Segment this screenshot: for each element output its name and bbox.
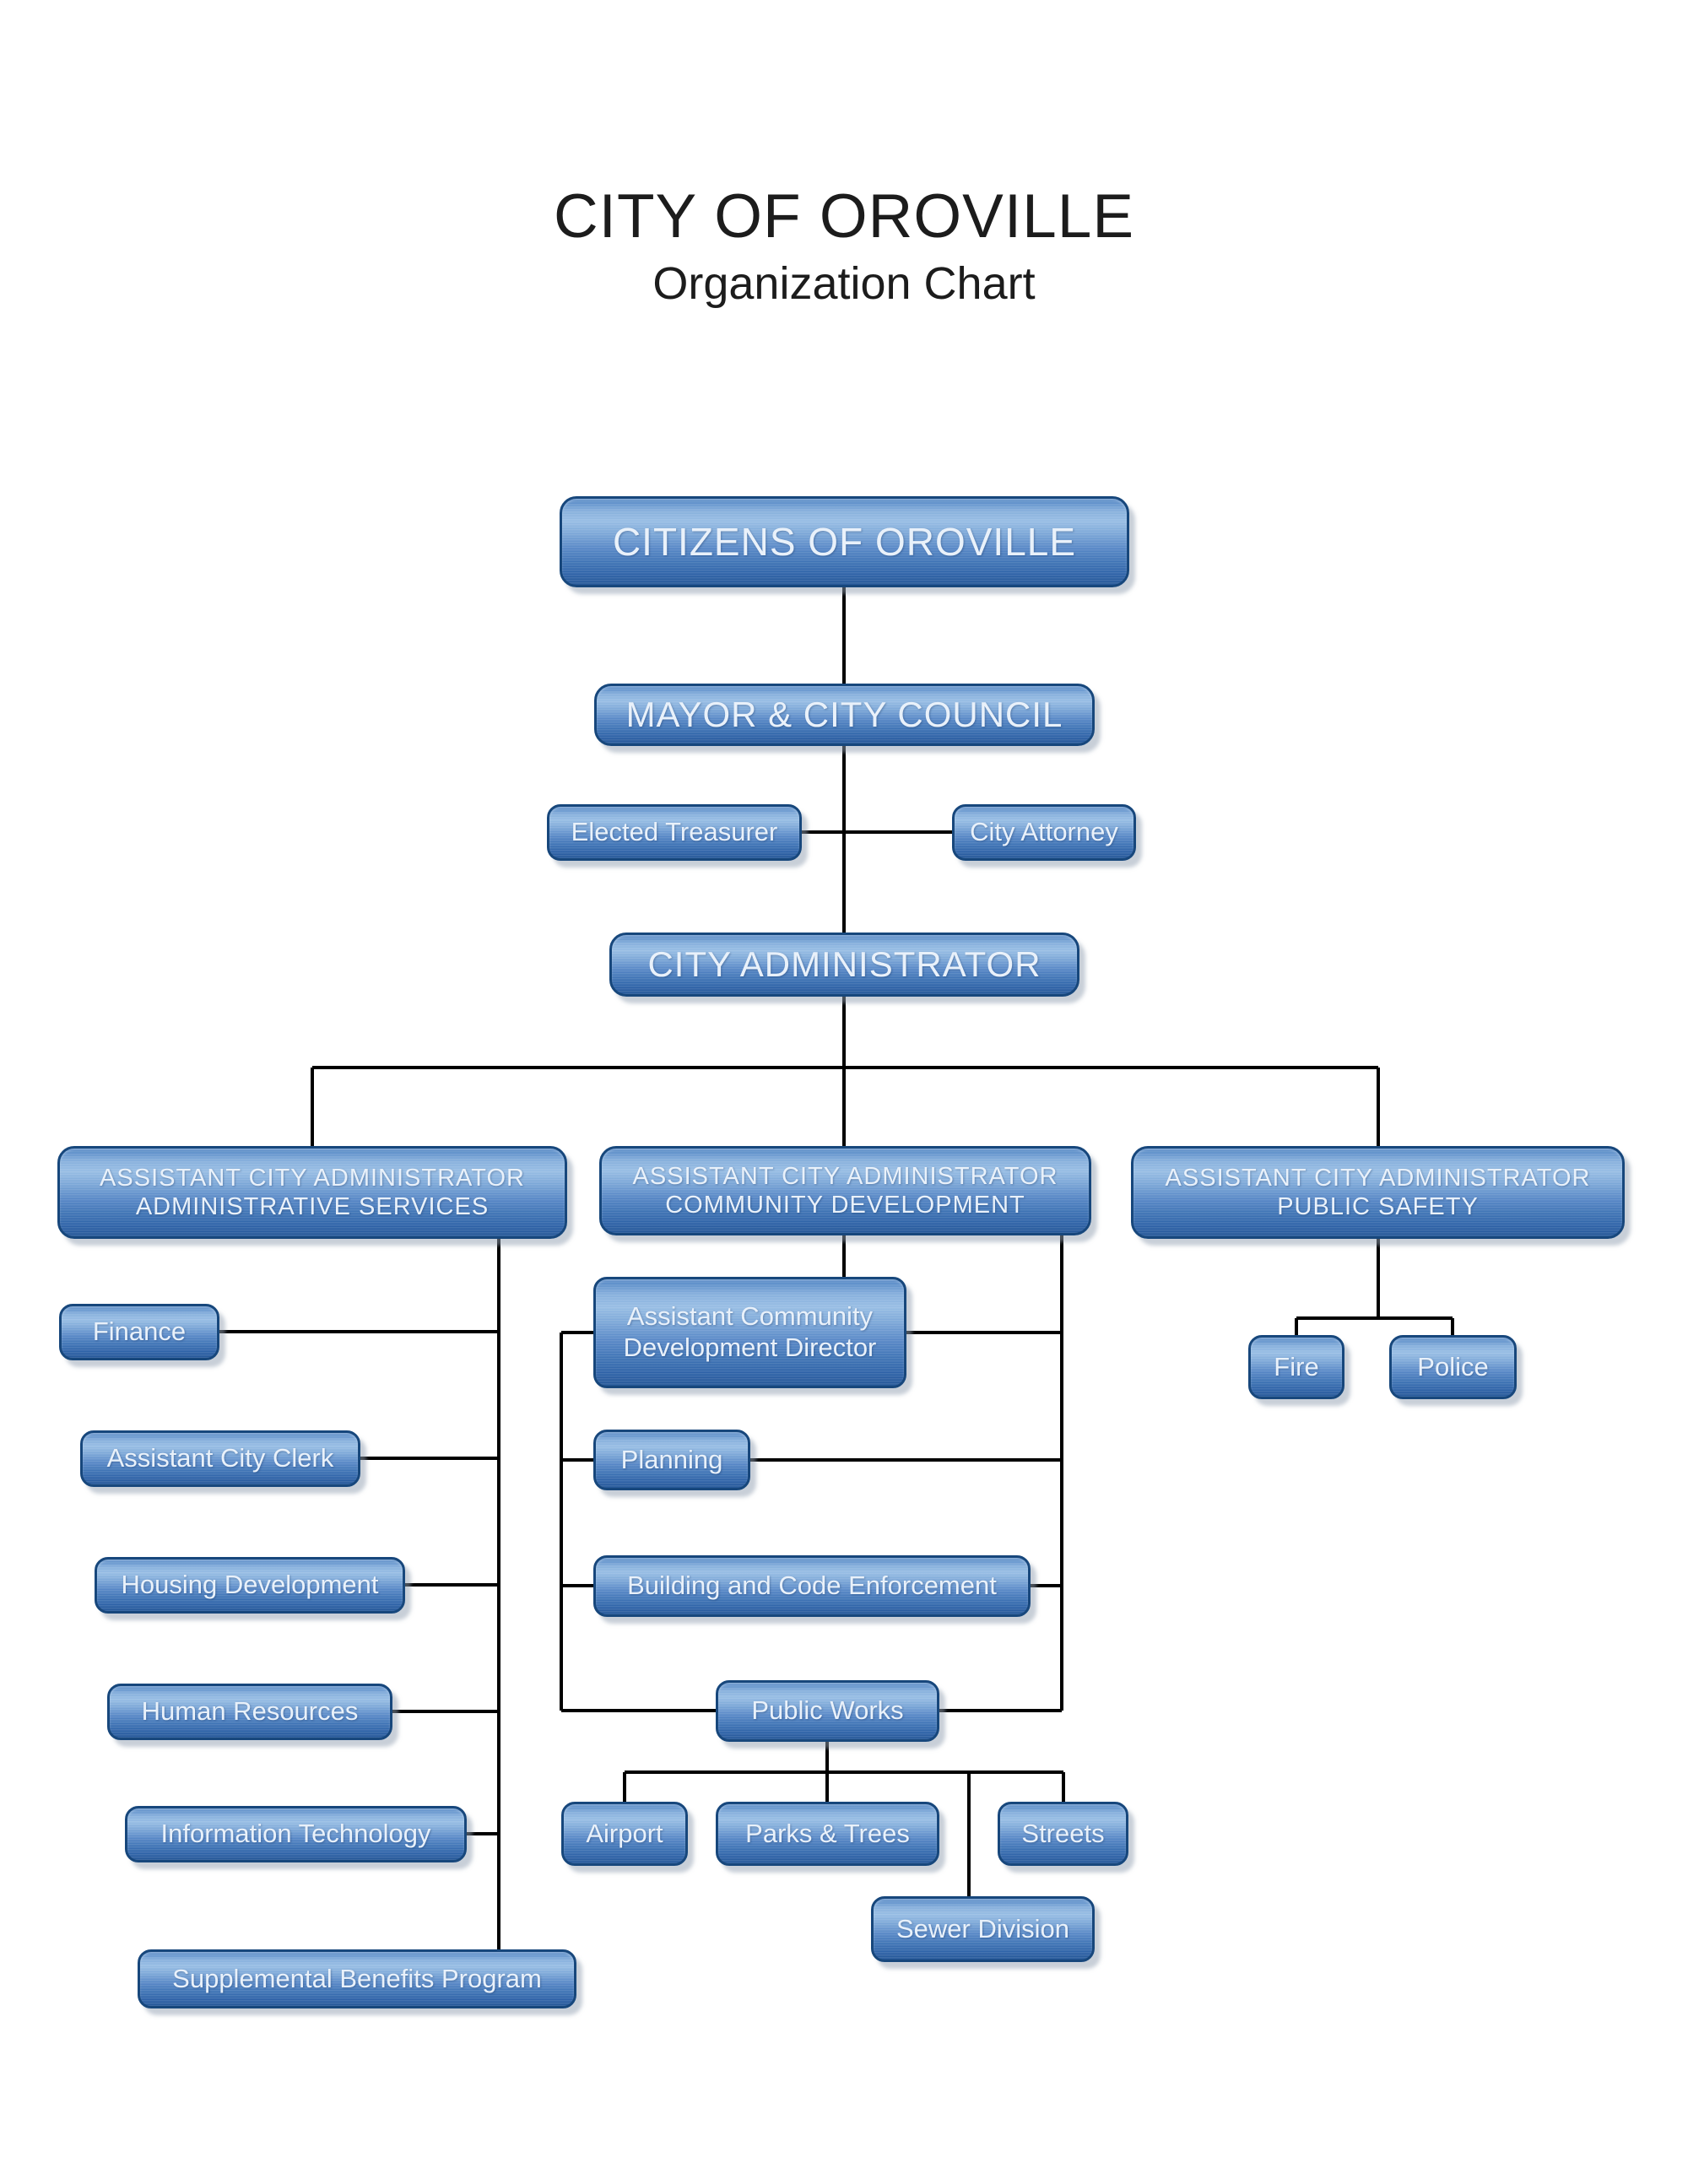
org-node-supplemental-benefits-program: Supplemental Benefits Program — [138, 1949, 576, 2008]
org-node-label: Parks & Trees — [745, 1818, 910, 1848]
org-node-human-resources: Human Resources — [107, 1684, 392, 1740]
org-node-label: Information Technology — [160, 1819, 431, 1849]
org-node-label: PUBLIC SAFETY — [1277, 1193, 1479, 1220]
org-node-label: Elected Treasurer — [571, 817, 778, 847]
page-title: CITY OF OROVILLE — [553, 182, 1135, 251]
org-node-label: Sewer Division — [895, 1913, 1069, 1943]
org-node-label: ASSISTANT CITY ADMINISTRATOR — [632, 1162, 1058, 1190]
org-node-planning: Planning — [593, 1430, 750, 1490]
org-node-label: Assistant Community — [626, 1301, 874, 1332]
org-node-label: Police — [1417, 1351, 1489, 1381]
org-node-label: ADMINISTRATIVE SERVICES — [135, 1193, 490, 1220]
org-node-label: Planning — [620, 1444, 723, 1474]
page-header: CITY OF OROVILLE Organization Chart — [0, 186, 1688, 306]
org-node-label: COMMUNITY DEVELOPMENT — [665, 1192, 1025, 1219]
org-node-label: MAYOR & CITY COUNCIL — [625, 695, 1063, 735]
org-node-building-and-code-enforcement: Building and Code Enforcement — [593, 1555, 1031, 1617]
org-node-parks-and-trees: Parks & Trees — [716, 1802, 939, 1866]
org-node-label: CITY ADMINISTRATOR — [647, 944, 1041, 985]
org-node-label: Public Works — [751, 1695, 904, 1726]
org-node-label: Streets — [1021, 1818, 1105, 1848]
org-node-finance: Finance — [59, 1304, 219, 1360]
org-node-label: Building and Code Enforcement — [627, 1570, 997, 1601]
org-node-information-technology: Information Technology — [125, 1806, 467, 1862]
org-node-label: CITIZENS OF OROVILLE — [612, 519, 1077, 564]
org-node-label: Airport — [586, 1818, 663, 1848]
org-node-elected-treasurer: Elected Treasurer — [547, 804, 802, 861]
org-node-label: Development Director — [623, 1333, 877, 1362]
org-node-citizens-of-oroville: CITIZENS OF OROVILLE — [560, 496, 1129, 587]
org-node-label: Supplemental Benefits Program — [172, 1963, 542, 1993]
org-node-sewer-division: Sewer Division — [871, 1896, 1095, 1962]
org-node-assistant-city-clerk: Assistant City Clerk — [80, 1430, 360, 1487]
org-node-housing-development: Housing Development — [95, 1557, 405, 1614]
org-node-label: ASSISTANT CITY ADMINISTRATOR — [1165, 1164, 1591, 1192]
org-node-fire: Fire — [1248, 1335, 1344, 1399]
page-subtitle: Organization Chart — [652, 258, 1036, 309]
org-node-label: ASSISTANT CITY ADMINISTRATOR — [100, 1164, 525, 1192]
org-node-police: Police — [1389, 1335, 1517, 1399]
org-node-label: Finance — [92, 1316, 187, 1347]
org-node-label: Assistant City Clerk — [106, 1443, 334, 1473]
org-node-city-attorney: City Attorney — [952, 804, 1136, 861]
org-node-label: Human Resources — [141, 1696, 359, 1727]
org-node-city-administrator: CITY ADMINISTRATOR — [609, 933, 1079, 997]
org-node-label: City Attorney — [970, 817, 1118, 847]
org-node-streets: Streets — [998, 1802, 1128, 1866]
org-node-public-works: Public Works — [716, 1680, 939, 1742]
org-node-label: Fire — [1274, 1351, 1319, 1381]
org-node-airport: Airport — [561, 1802, 688, 1866]
org-node-mayor-city-council: MAYOR & CITY COUNCIL — [594, 684, 1095, 746]
org-node-label: Housing Development — [121, 1570, 379, 1600]
